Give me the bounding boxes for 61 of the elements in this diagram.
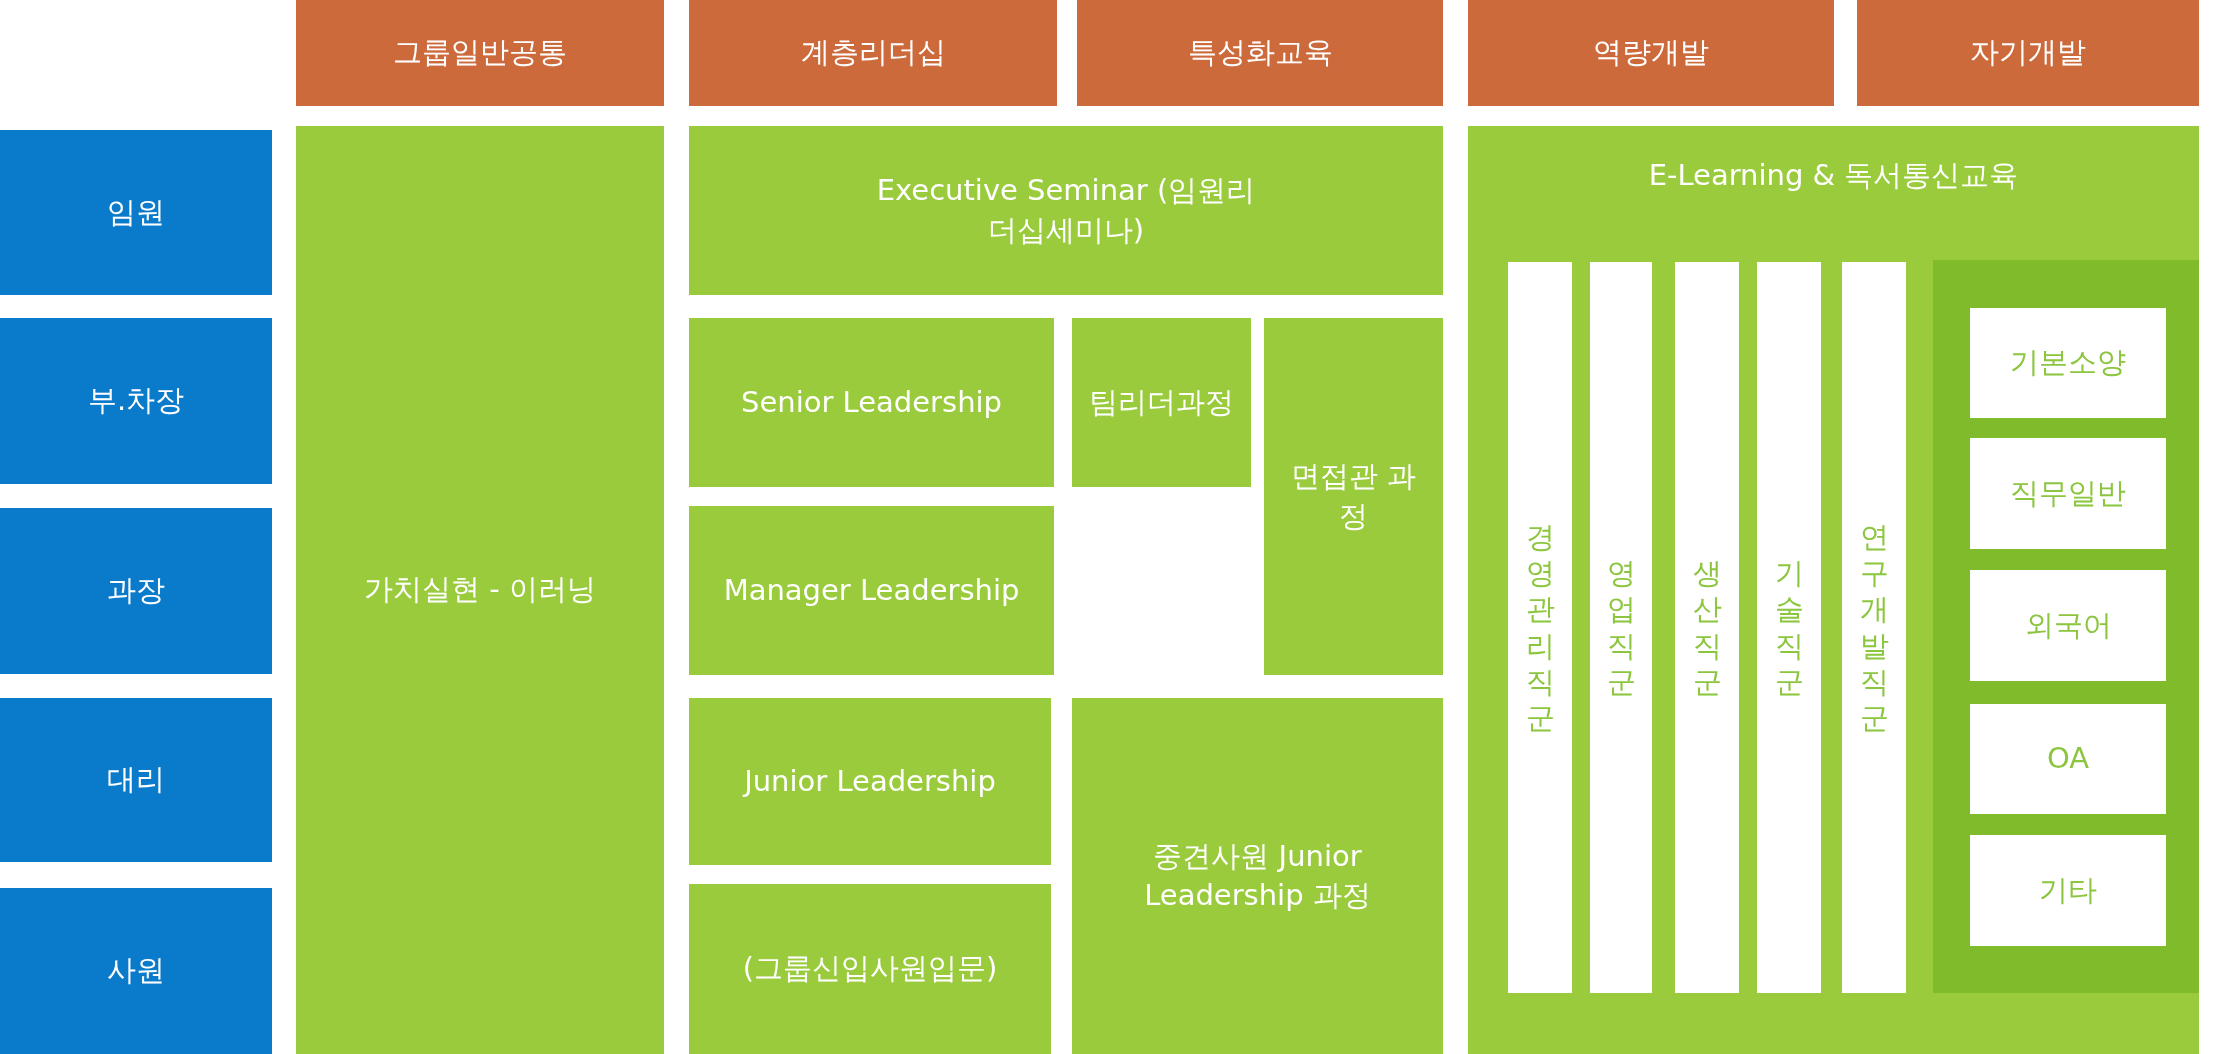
panel-title: E-Learning & 독서통신교육 xyxy=(1647,157,2020,194)
course-box xyxy=(689,506,1054,675)
course-label: 가치실현 - 이러닝 xyxy=(363,571,597,609)
category-header xyxy=(1468,0,1834,106)
topic-panel xyxy=(1933,260,2199,993)
category-header xyxy=(689,0,1057,106)
rank-box xyxy=(0,698,272,862)
course-label: Senior Leadership xyxy=(740,383,1003,421)
job-group-box xyxy=(1842,262,1906,993)
course-label: 기본소양 xyxy=(2009,344,2127,382)
course-label: 계층리더십 xyxy=(799,34,947,72)
job-group-box xyxy=(1675,262,1739,993)
course-box xyxy=(689,698,1051,865)
rank-box xyxy=(0,888,272,1054)
course-label: 역량개발 xyxy=(1592,34,1710,72)
course-label: 자기개발 xyxy=(1969,34,2087,72)
course-label: 생산직군 xyxy=(1691,555,1723,700)
course-label: 경영관리직군 xyxy=(1524,518,1556,737)
course-label: 그룹일반공통 xyxy=(392,34,568,72)
course-label: (그룹신입사원입문) xyxy=(741,950,999,988)
rank-box xyxy=(0,508,272,674)
course-box xyxy=(1072,698,1443,1054)
course-label: 팀리더과정 xyxy=(1088,383,1235,421)
course-label: 임원 xyxy=(106,193,166,231)
course-label: 특성화교육 xyxy=(1186,34,1334,72)
category-header xyxy=(1077,0,1443,106)
course-label: 기타 xyxy=(2038,871,2098,909)
course-label: 기술직군 xyxy=(1773,555,1805,700)
course-box xyxy=(689,126,1443,295)
topic-box xyxy=(1970,704,2166,814)
course-label: 영업직군 xyxy=(1605,555,1637,700)
category-header xyxy=(296,0,664,106)
topic-box xyxy=(1970,438,2166,549)
course-label: 외국어 xyxy=(2023,606,2113,644)
course-label: 면접관 과정 xyxy=(1289,458,1418,535)
course-box xyxy=(689,318,1054,487)
topic-box xyxy=(1970,570,2166,681)
course-label: 사원 xyxy=(106,952,166,990)
course-label: Executive Seminar (임원리더십세미나) xyxy=(875,172,1257,249)
course-label: 부.차장 xyxy=(86,382,186,420)
course-label: 직무일반 xyxy=(2009,474,2127,512)
course-box xyxy=(1072,318,1251,487)
course-label: OA xyxy=(2045,740,2091,778)
topic-box xyxy=(1970,835,2166,946)
course-label: 중견사원 Junior Leadership 과정 xyxy=(1143,837,1372,914)
course-box xyxy=(1264,318,1443,675)
topic-box xyxy=(1970,308,2166,418)
course-label: 연구개발직군 xyxy=(1858,518,1890,737)
course-panel xyxy=(1468,126,2199,1054)
course-label: 대리 xyxy=(106,761,166,799)
rank-box xyxy=(0,130,272,295)
job-group-box xyxy=(1508,262,1572,993)
rank-box xyxy=(0,318,272,484)
course-box xyxy=(296,126,664,1054)
job-group-box xyxy=(1590,262,1652,993)
job-group-box xyxy=(1757,262,1821,993)
course-label: Junior Leadership xyxy=(741,762,997,800)
course-box xyxy=(689,884,1051,1054)
course-label: Manager Leadership xyxy=(722,571,1021,609)
category-header xyxy=(1857,0,2199,106)
course-label: 과장 xyxy=(106,572,166,610)
